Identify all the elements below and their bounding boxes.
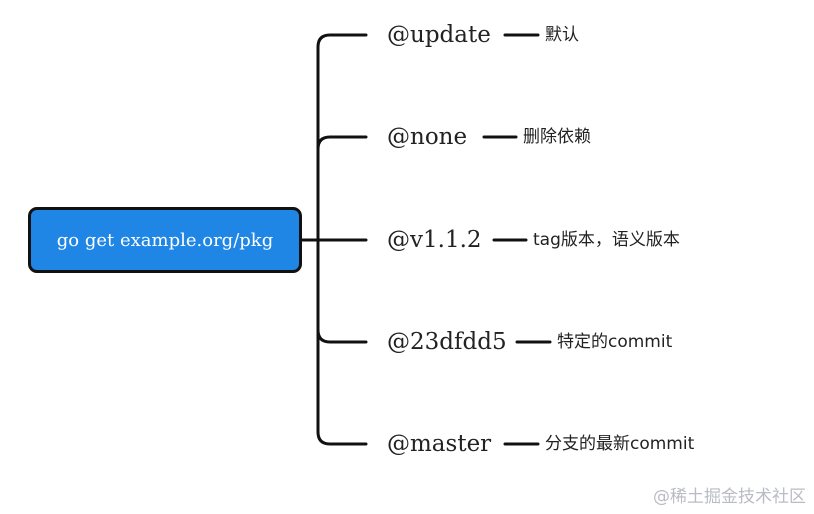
desc-label-tag-version: tag版本，语义版本 <box>533 230 680 250</box>
desc-label-remove-dependency: 删除依赖 <box>523 127 591 147</box>
branch-label-commit-hash: @23dfdd5 <box>387 329 507 355</box>
branch-connector-2 <box>316 135 368 151</box>
branch-label-master: @master <box>387 431 492 457</box>
branch-label-update: @update <box>387 22 491 48</box>
desc-label-branch-latest-commit: 分支的最新commit <box>545 434 695 454</box>
desc-label-specific-commit: 特定的commit <box>557 332 673 352</box>
watermark-text: @稀土掘金技术社区 <box>653 487 806 507</box>
branch-connector-4 <box>316 328 368 344</box>
root-node-go-get: go get example.org/pkg <box>28 207 302 273</box>
branch-label-version: @v1.1.2 <box>387 227 482 253</box>
root-node-label: go get example.org/pkg <box>56 229 274 251</box>
desc-label-default: 默认 <box>545 25 579 45</box>
branch-label-none: @none <box>387 124 468 150</box>
